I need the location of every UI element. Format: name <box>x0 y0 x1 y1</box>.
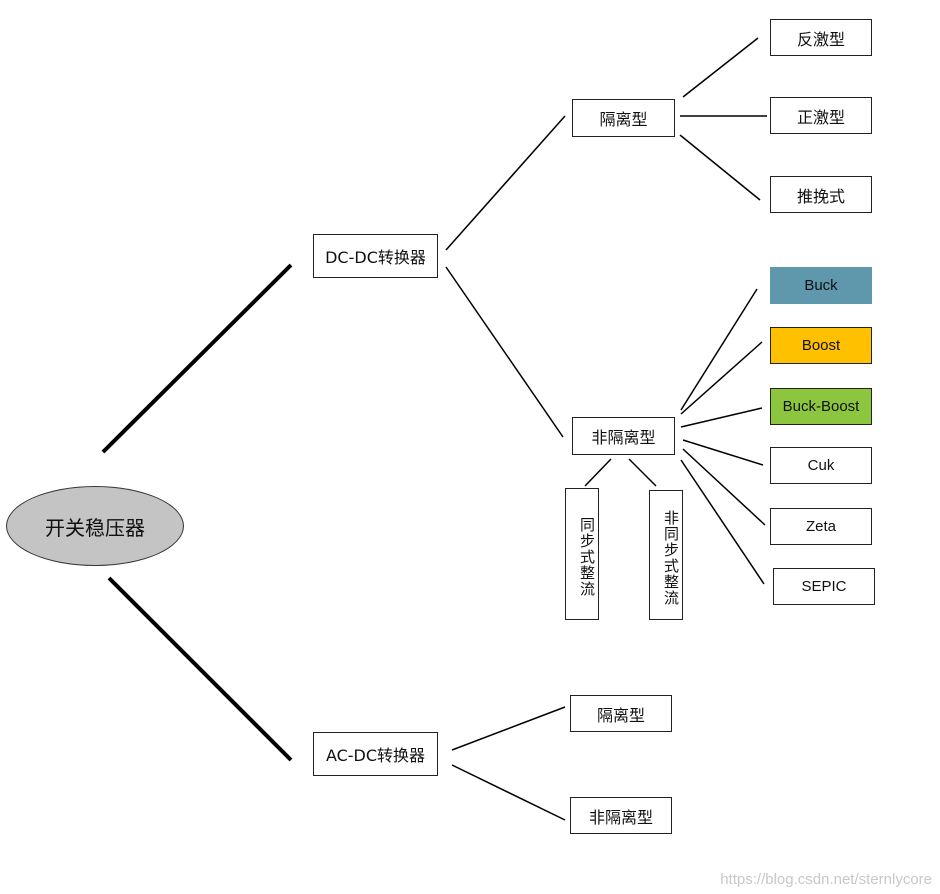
dcdc-converter-node: DC-DC转换器 <box>313 234 438 278</box>
link-isolated-flyback <box>682 37 759 98</box>
link-nonisolated-buck <box>680 288 758 411</box>
boost-node: Boost <box>770 327 872 364</box>
acdc-isolated-node: 隔离型 <box>570 695 672 732</box>
pushpull-node: 推挽式 <box>770 176 872 213</box>
link-nonisolated-buckboost <box>680 407 763 428</box>
cuk-node: Cuk <box>770 447 872 484</box>
watermark-text: https://blog.csdn.net/sternlycore <box>720 871 932 888</box>
link-nonisolated-cuk <box>682 439 764 466</box>
link-nonisolated-async <box>628 458 657 487</box>
link-dcdc-nonisolated <box>445 266 564 438</box>
link-root-acdc <box>107 576 293 762</box>
link-acdc-nonisolated <box>451 764 566 821</box>
link-root-dcdc <box>101 263 293 454</box>
dcdc-nonisolated-node: 非隔离型 <box>572 417 675 455</box>
link-nonisolated-boost <box>680 341 763 415</box>
link-nonisolated-zeta <box>682 448 766 526</box>
acdc-converter-node: AC-DC转换器 <box>313 732 438 776</box>
buck-node: Buck <box>770 267 872 304</box>
acdc-nonisolated-node: 非隔离型 <box>570 797 672 834</box>
sepic-node: SEPIC <box>773 568 875 605</box>
link-acdc-isolated <box>451 706 566 751</box>
root-node: 开关稳压器 <box>6 486 184 566</box>
link-isolated-pushpull <box>679 134 761 201</box>
link-nonisolated-sync <box>584 458 612 487</box>
async-rectification-node: 非同步式整流 <box>649 490 683 620</box>
sync-rectification-node: 同步式整流 <box>565 488 599 620</box>
link-nonisolated-sepic <box>680 459 765 585</box>
link-dcdc-isolated <box>445 115 566 251</box>
forward-node: 正激型 <box>770 97 872 134</box>
zeta-node: Zeta <box>770 508 872 545</box>
flyback-node: 反激型 <box>770 19 872 56</box>
dcdc-isolated-node: 隔离型 <box>572 99 675 137</box>
buck-boost-node: Buck-Boost <box>770 388 872 425</box>
